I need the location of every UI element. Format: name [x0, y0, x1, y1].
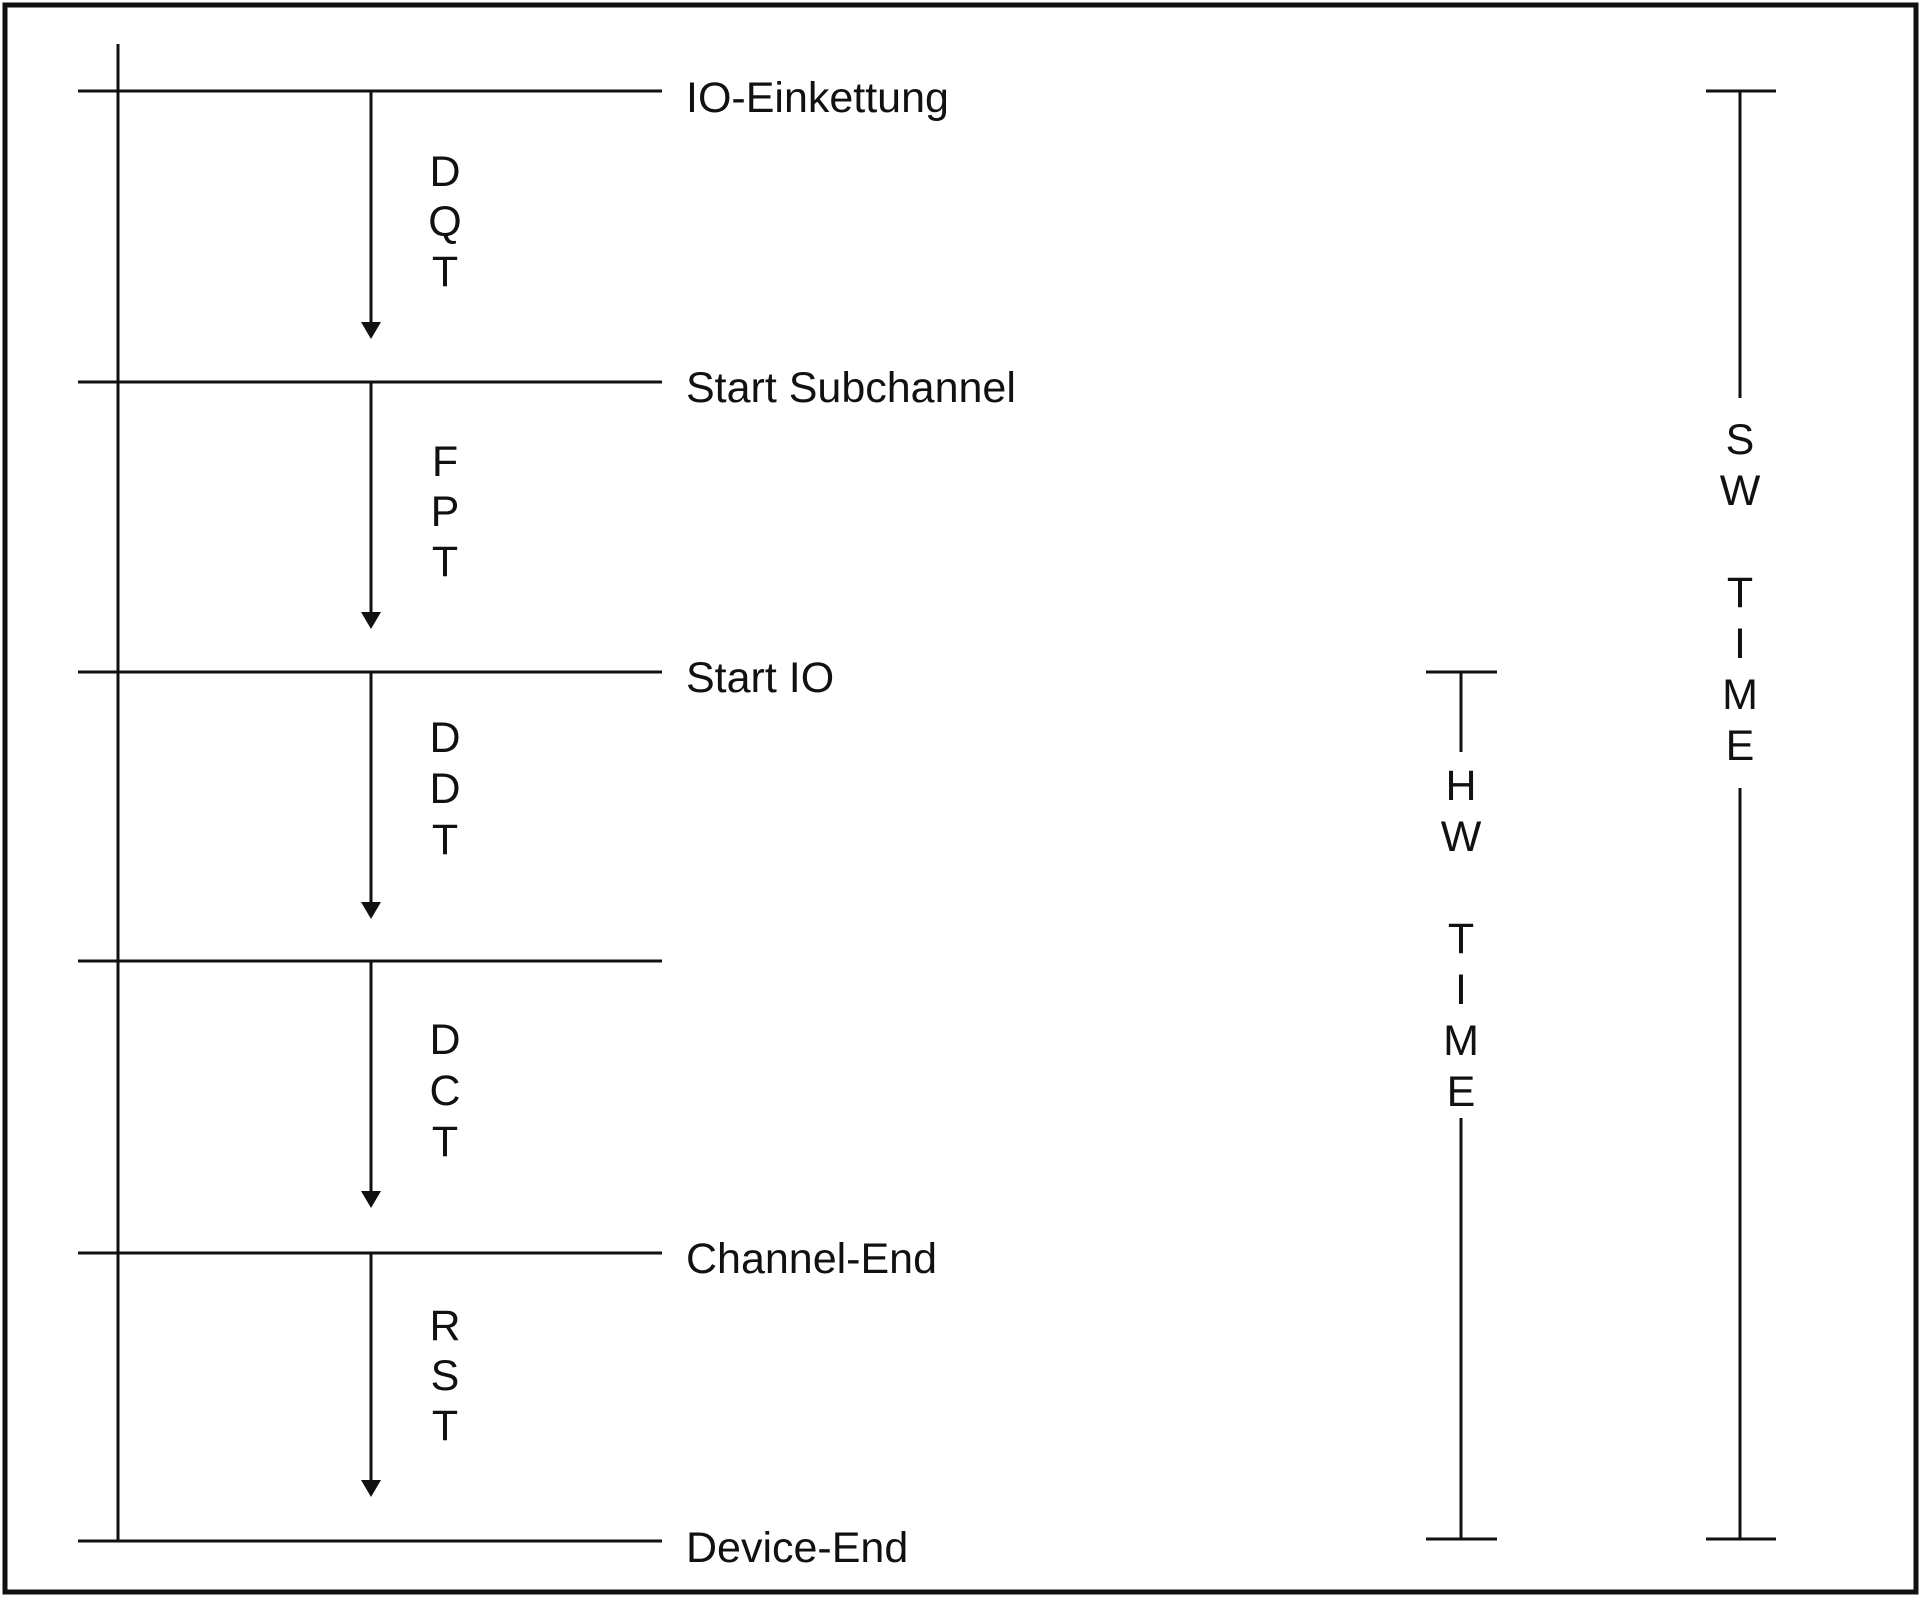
event-label-device-end: Device-End — [686, 1524, 908, 1572]
event-label-start-subchannel: Start Subchannel — [686, 364, 1016, 412]
event-label-channel-end: Channel-End — [686, 1235, 937, 1283]
event-label-start-io: Start IO — [686, 654, 834, 702]
interval-arrow-rst — [361, 1253, 381, 1497]
arrowhead-icon — [361, 1480, 381, 1497]
arrowhead-icon — [361, 322, 381, 339]
arrowhead-icon — [361, 902, 381, 919]
interval-arrow-fpt — [361, 382, 381, 629]
arrowhead-icon — [361, 1191, 381, 1208]
interval-arrow-dct — [361, 961, 381, 1208]
event-labels: IO-Einkettung Start Subchannel Start IO … — [686, 74, 1016, 1572]
interval-arrow-ddt — [361, 672, 381, 919]
event-label-io-einkettung: IO-Einkettung — [686, 74, 949, 122]
interval-arrows — [361, 91, 381, 1497]
arrowhead-icon — [361, 612, 381, 629]
interval-arrow-dqt — [361, 91, 381, 339]
